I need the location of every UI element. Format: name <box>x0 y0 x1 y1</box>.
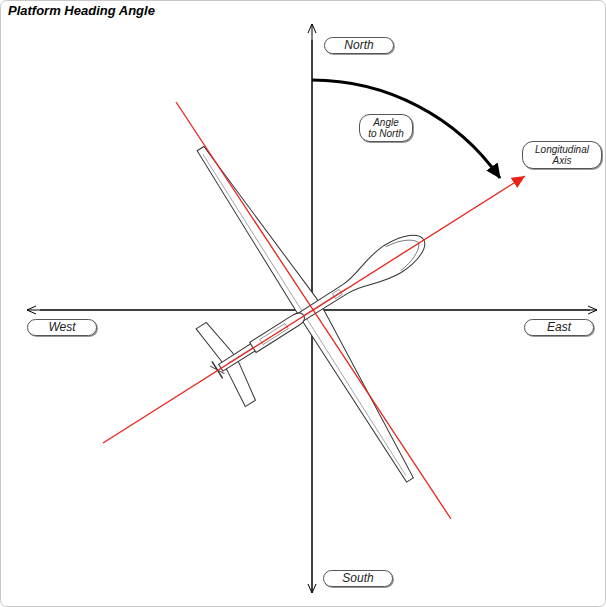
heading-angle-arc <box>312 80 500 178</box>
compass-label-box: South <box>323 570 393 587</box>
compass-label-box: Longitudinal Axis <box>522 141 602 169</box>
label-text: Angle to North <box>368 117 404 139</box>
longitudinal-axis-line <box>103 176 525 443</box>
label-text: East <box>547 320 571 334</box>
label-text: South <box>342 571 373 585</box>
label-text: North <box>344 38 373 52</box>
compass-label-box: West <box>27 319 97 336</box>
label-text: West <box>48 320 75 334</box>
compass-label-box: East <box>524 319 594 336</box>
diagram-title: Platform Heading Angle <box>8 3 155 18</box>
label-text: Longitudinal Axis <box>535 144 589 166</box>
compass-label-box: North <box>324 37 394 54</box>
compass-label-box: Angle to North <box>359 114 413 142</box>
